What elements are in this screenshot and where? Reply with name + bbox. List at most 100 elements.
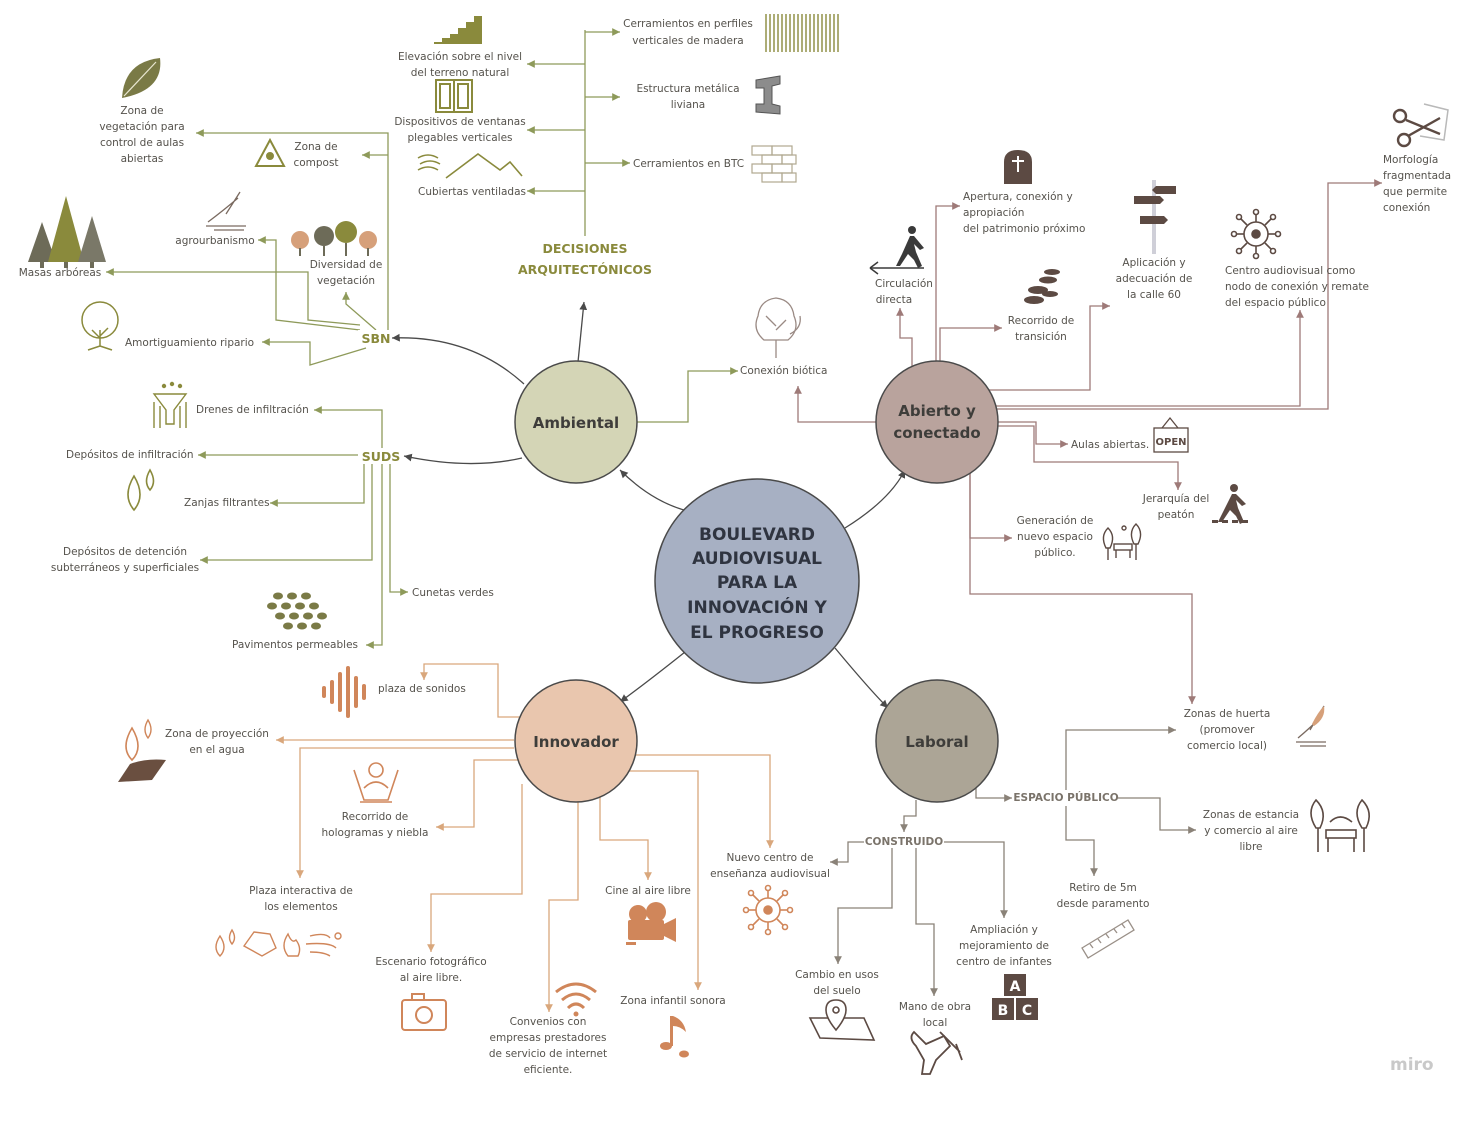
water-projection-icon bbox=[118, 718, 166, 782]
abc-letter-b: B bbox=[998, 1003, 1009, 1019]
scissors-icon bbox=[1392, 103, 1449, 148]
label-zona-vegetacion-2: vegetación para bbox=[99, 121, 184, 133]
water-drops-icon bbox=[127, 468, 155, 512]
label-pavimentos: Pavimentos permeables bbox=[232, 639, 358, 651]
label-nuevo-centro-1: Nuevo centro de bbox=[727, 852, 814, 864]
pedestrian-icon bbox=[1212, 484, 1248, 524]
label-ampliacion-1: Ampliación y bbox=[970, 924, 1038, 936]
hub-abierto-label-2: conectado bbox=[893, 424, 980, 442]
outline-tree-icon bbox=[755, 297, 801, 358]
label-apertura-3: del patrimonio próximo bbox=[963, 223, 1085, 235]
hub-innovador[interactable] bbox=[514, 679, 638, 803]
label-cunetas: Cunetas verdes bbox=[412, 587, 494, 599]
label-estructura-1: Estructura metálica bbox=[636, 83, 739, 95]
label-zona-infantil: Zona infantil sonora bbox=[620, 995, 725, 1007]
label-circulacion-1: Circulación bbox=[875, 278, 933, 290]
label-convenios-4: eficiente. bbox=[524, 1064, 573, 1076]
sound-wave-icon bbox=[322, 666, 366, 718]
label-convenios-2: empresas prestadores bbox=[490, 1032, 607, 1044]
label-zona-vegetacion-3: control de aulas bbox=[100, 137, 184, 149]
stairs-icon bbox=[434, 16, 482, 44]
walking-person-icon bbox=[869, 226, 924, 275]
label-huerta-2: (promover bbox=[1200, 724, 1256, 736]
section-construido: CONSTRUIDO bbox=[865, 836, 943, 848]
compost-icon bbox=[254, 137, 286, 167]
label-plaza-sonidos: plaza de sonidos bbox=[378, 683, 466, 695]
label-escenario-2: al aire libre. bbox=[400, 972, 462, 984]
label-cine: Cine al aire libre bbox=[605, 885, 691, 897]
abc-letter-a: A bbox=[1010, 979, 1021, 995]
ruler-icon bbox=[1081, 919, 1135, 959]
connectors bbox=[106, 28, 1382, 1012]
wood-slats-icon bbox=[765, 14, 839, 52]
label-centro-audiovisual-1: Centro audiovisual como bbox=[1225, 265, 1355, 277]
central-title-line-4: INNOVACIÓN Y bbox=[687, 596, 827, 618]
label-recorrido-transicion-2: transición bbox=[1015, 331, 1067, 343]
label-morfologia-2: fragmentada bbox=[1383, 170, 1451, 182]
hub-ambiental[interactable] bbox=[514, 360, 638, 484]
label-estancia-1: Zonas de estancia bbox=[1203, 809, 1299, 821]
street-sign-icon bbox=[1134, 180, 1176, 254]
label-elevacion-1: Elevación sobre el nivel bbox=[398, 51, 522, 63]
elements-icon bbox=[215, 928, 342, 957]
section-labels: DECISIONES ARQUITECTÓNICOS SBN SUDS CONS… bbox=[358, 236, 1119, 848]
section-suds: SUDS bbox=[362, 449, 401, 464]
label-ventanas-2: plegables verticales bbox=[407, 132, 512, 144]
hologram-icon bbox=[353, 762, 399, 803]
section-decisiones-line-2: ARQUITECTÓNICOS bbox=[518, 262, 652, 277]
section-espacio-publico: ESPACIO PÚBLICO bbox=[1013, 791, 1118, 804]
central-title-line-2: AUDIOVISUAL bbox=[692, 549, 822, 569]
hub-innovador-label: Innovador bbox=[533, 733, 619, 751]
label-jerarquia-2: peatón bbox=[1158, 509, 1195, 521]
label-plaza-interactiva-2: los elementos bbox=[264, 901, 337, 913]
section-sbn: SBN bbox=[362, 331, 391, 346]
label-convenios-3: de servicio de internet bbox=[489, 1048, 607, 1060]
label-depositos-inf: Depósitos de infiltración bbox=[66, 449, 194, 461]
label-estancia-3: libre bbox=[1239, 841, 1262, 853]
park-bench-icon bbox=[1102, 523, 1142, 560]
label-morfologia-3: que permite bbox=[1383, 186, 1447, 198]
label-nuevo-centro-2: enseñanza audiovisual bbox=[710, 868, 830, 880]
agriculture-icon bbox=[206, 191, 246, 231]
hub-laboral[interactable] bbox=[875, 679, 999, 803]
music-note-icon bbox=[660, 1016, 689, 1058]
label-centro-audiovisual-2: nodo de conexión y remate bbox=[1225, 281, 1369, 293]
hub-abierto[interactable] bbox=[875, 360, 999, 484]
camera-icon bbox=[401, 993, 447, 1031]
map-location-icon bbox=[808, 999, 876, 1041]
hub-laboral-label: Laboral bbox=[905, 733, 968, 751]
forest-icon bbox=[28, 196, 106, 268]
stepping-stones-icon bbox=[1024, 269, 1060, 304]
garden-icon bbox=[1296, 705, 1326, 747]
network-gear-orange-icon bbox=[742, 884, 794, 936]
label-cambio-usos-1: Cambio en usos bbox=[795, 969, 879, 981]
label-detencion-2: subterráneos y superficiales bbox=[51, 562, 199, 574]
movie-camera-icon bbox=[626, 902, 676, 945]
label-huerta-1: Zonas de huerta bbox=[1184, 708, 1271, 720]
label-retiro-2: desde paramento bbox=[1057, 898, 1150, 910]
permeable-pavement-icon bbox=[267, 592, 327, 630]
label-ventanas-1: Dispositivos de ventanas bbox=[394, 116, 525, 128]
hub-abierto-label-1: Abierto y bbox=[898, 402, 976, 420]
window-icon bbox=[435, 79, 473, 113]
label-morfologia-1: Morfología bbox=[1383, 154, 1438, 166]
label-generacion-3: público. bbox=[1034, 547, 1075, 559]
label-huerta-3: comercio local) bbox=[1187, 740, 1267, 752]
central-node[interactable] bbox=[654, 478, 860, 684]
label-compost-2: compost bbox=[293, 157, 338, 169]
label-convenios-1: Convenios con bbox=[510, 1016, 587, 1028]
riparian-tree-icon bbox=[81, 301, 119, 351]
label-detencion-1: Depósitos de detención bbox=[63, 546, 187, 558]
central-title-line-5: EL PROGRESO bbox=[690, 623, 824, 643]
label-hologramas-1: Recorrido de bbox=[342, 811, 408, 823]
decisiones-labels: Elevación sobre el nivel del terreno nat… bbox=[394, 18, 752, 198]
label-estructura-2: liviana bbox=[671, 99, 706, 111]
label-agrourbanismo: agrourbanismo bbox=[175, 235, 254, 247]
label-calle60-2: adecuación de bbox=[1116, 273, 1193, 285]
label-diversidad-1: Diversidad de bbox=[310, 259, 383, 271]
label-hologramas-2: hologramas y niebla bbox=[322, 827, 429, 839]
section-decisiones-line-1: DECISIONES bbox=[542, 241, 627, 256]
label-ampliacion-2: mejoramiento de bbox=[959, 940, 1049, 952]
label-generacion-2: nuevo espacio bbox=[1017, 531, 1093, 543]
